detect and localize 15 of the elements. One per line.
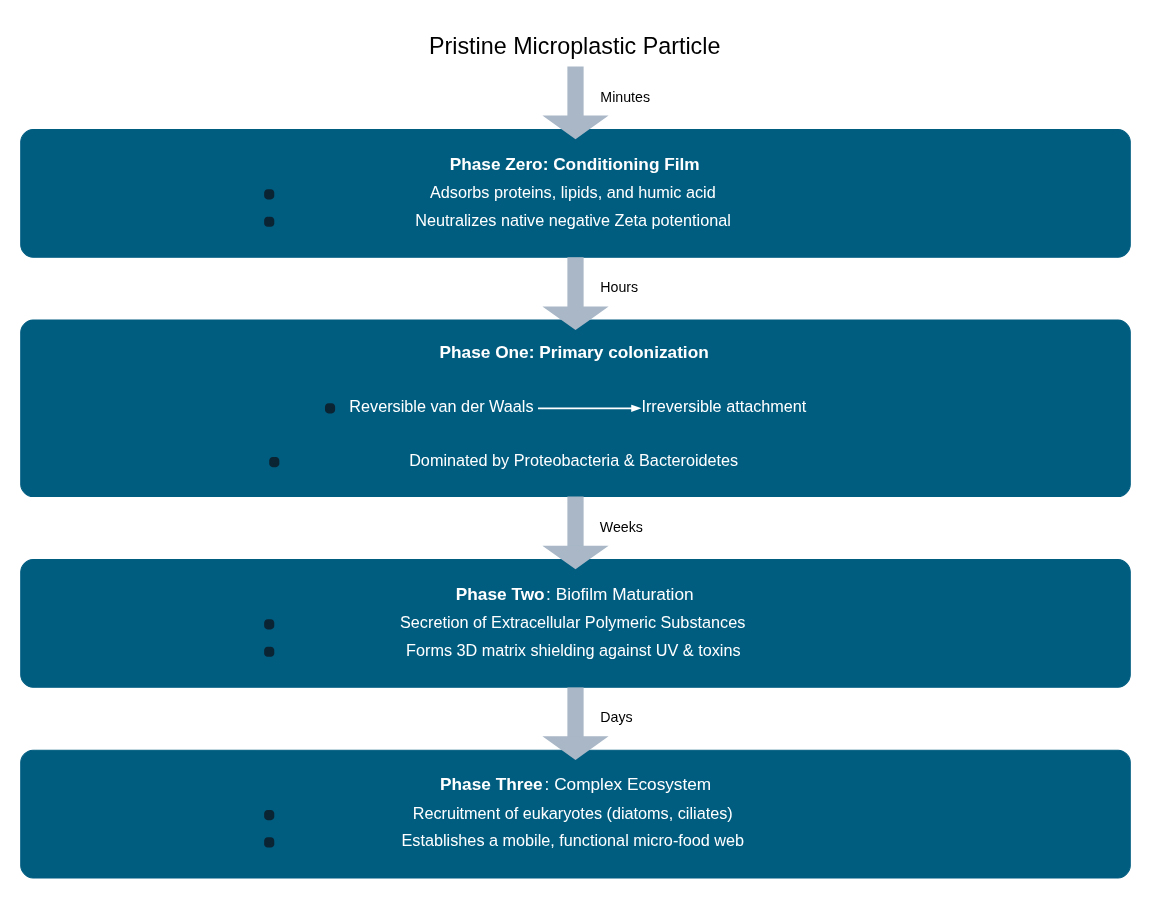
node-box: Phase Zero: Conditioning Film Adsorbs proteins, lipids, and humic acid Neutralizes native negative Zeta potentional [20, 128, 1131, 258]
arrow [537, 404, 642, 412]
node-box: Phase Two: Biofilm Maturation Secretion of Extracellular Polymeric Substances Forms 3D matrix shielding against UV & toxins [20, 558, 1131, 688]
edge-label: Minutes [600, 88, 651, 105]
arrow [542, 496, 609, 570]
arrow [542, 66, 609, 140]
node-box: Phase Three: Complex Ecosystem Recruitment of eukaryotes (diatoms, ciliates) Establishes a mobile, functional micro-food web [20, 749, 1131, 879]
arrow [542, 257, 609, 331]
node-text: Irreversible attachment [641, 397, 807, 416]
edge-label: Days [600, 709, 633, 726]
edge-label: Weeks [599, 518, 643, 535]
edge-label: Hours [600, 279, 639, 296]
node-text: Pristine Microplastic Particle [428, 33, 721, 60]
node-label: Reversible van der Waals [349, 397, 534, 416]
arrow [542, 687, 609, 760]
